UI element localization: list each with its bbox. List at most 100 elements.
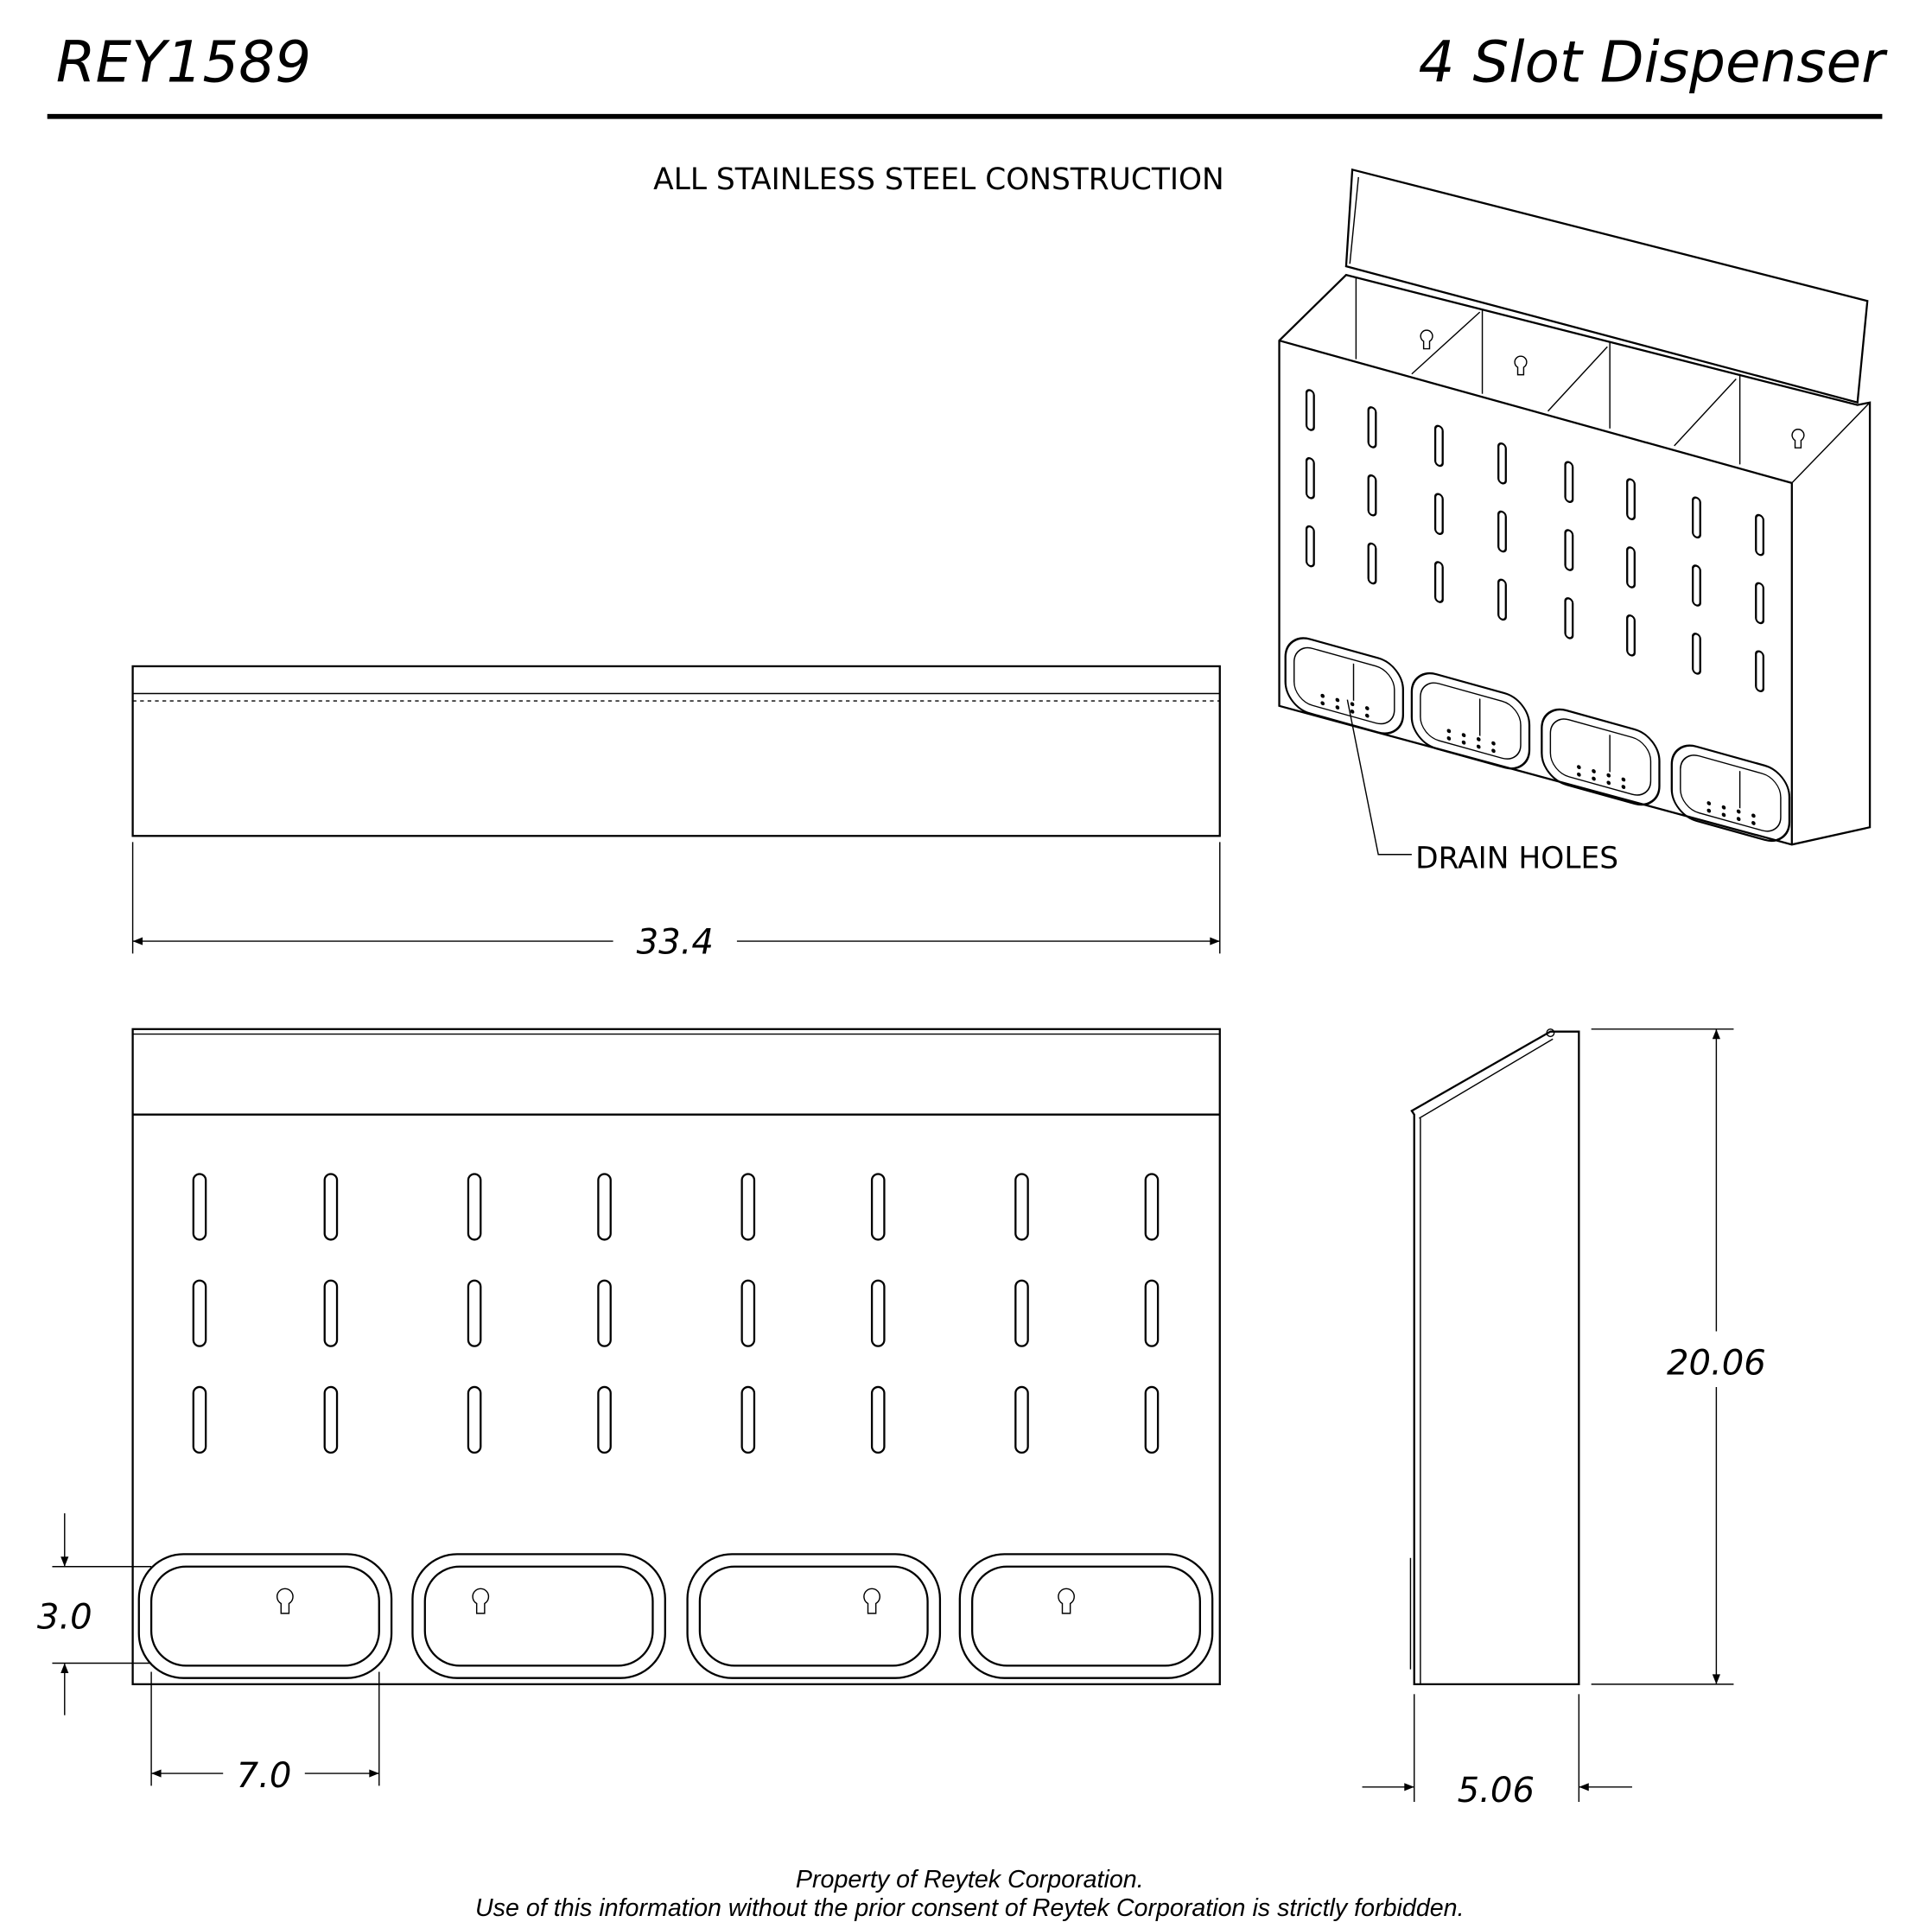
height-dimension: 20.06	[1591, 1028, 1766, 1685]
drain-hole	[1721, 805, 1726, 810]
bin-outer	[1284, 637, 1404, 735]
isometric-view	[1278, 168, 1872, 846]
bin-outer	[1541, 708, 1661, 806]
bin-width-value: 7.0	[237, 1756, 292, 1796]
drain-hole	[1350, 702, 1355, 707]
drain-hole	[1491, 748, 1496, 754]
mounting-slot	[597, 1173, 612, 1241]
drain-hole	[1621, 777, 1626, 782]
mounting-slot	[1014, 1385, 1029, 1454]
bin-opening	[1420, 682, 1522, 760]
mounting-slot	[1305, 525, 1315, 568]
depth-value: 5.06	[1458, 1771, 1535, 1811]
drain-holes-callout: DRAIN HOLES	[1346, 699, 1618, 876]
drain-hole	[1350, 709, 1355, 714]
mounting-slot	[1564, 529, 1574, 571]
mounting-slot	[1755, 582, 1764, 625]
bin-height-value: 3.0	[37, 1597, 92, 1637]
mounting-slot	[597, 1279, 612, 1347]
bin-opening	[971, 1565, 1201, 1667]
mounting-slot	[192, 1173, 207, 1241]
keyhole-icon	[1514, 355, 1528, 376]
keyhole-icon	[1058, 1588, 1075, 1614]
bin-outer	[411, 1553, 666, 1679]
mounting-slot	[1367, 542, 1377, 585]
open-lid	[1344, 168, 1869, 404]
keyhole-icon	[1791, 429, 1805, 449]
mounting-slot	[1433, 424, 1444, 468]
mounting-slot	[467, 1279, 482, 1347]
mounting-slot	[1367, 474, 1377, 517]
bin-opening	[1680, 754, 1782, 832]
mounting-slot	[323, 1279, 339, 1347]
bin-opening	[698, 1565, 929, 1667]
mounting-slot	[870, 1173, 886, 1241]
bin-outer	[1670, 744, 1791, 843]
drain-hole	[1721, 812, 1726, 818]
drain-hole	[1335, 705, 1340, 710]
mounting-slot	[870, 1385, 886, 1454]
mounting-slot	[1692, 496, 1701, 539]
mounting-slot	[1014, 1173, 1029, 1241]
mounting-slot	[1144, 1279, 1160, 1347]
mounting-slot	[1305, 457, 1315, 500]
mounting-slot	[870, 1279, 886, 1347]
bin-opening	[423, 1565, 654, 1667]
drain-hole	[1736, 809, 1741, 814]
side-view	[1409, 1028, 1580, 1686]
mounting-slot	[1497, 578, 1507, 621]
mounting-slot	[1755, 650, 1764, 693]
mounting-slot	[192, 1385, 207, 1454]
drain-hole	[1491, 741, 1496, 746]
mounting-slot	[1692, 633, 1701, 675]
part-number: REY1589	[56, 29, 311, 96]
bin-opening	[149, 1565, 380, 1667]
mounting-slot	[1626, 546, 1636, 589]
mounting-slot	[1433, 493, 1444, 536]
mounting-slot	[467, 1173, 482, 1241]
height-value: 20.06	[1667, 1344, 1766, 1384]
drain-hole	[1461, 740, 1466, 745]
footer-property: Property of Reytek Corporation.	[796, 1866, 1144, 1893]
drain-hole	[1446, 729, 1452, 734]
mounting-slot	[1014, 1279, 1029, 1347]
mounting-slot	[192, 1279, 207, 1347]
bin-width-dimension: 7.0	[150, 1671, 380, 1796]
mounting-slot	[1144, 1173, 1160, 1241]
bin-opening	[1293, 646, 1395, 725]
drain-hole	[1577, 772, 1581, 777]
drain-hole	[1736, 817, 1741, 822]
drain-hole	[1320, 701, 1325, 706]
depth-dimension: 5.06	[1362, 1694, 1632, 1811]
mounting-slot	[740, 1385, 756, 1454]
mounting-slot	[1626, 614, 1636, 657]
mounting-slot	[1497, 510, 1507, 553]
top-view	[131, 665, 1221, 837]
drain-hole	[1606, 780, 1611, 786]
drain-hole	[1706, 808, 1712, 813]
drain-hole	[1751, 821, 1756, 825]
keyhole-icon	[276, 1588, 294, 1614]
mounting-slot	[597, 1385, 612, 1454]
mounting-slot	[1564, 461, 1574, 504]
mounting-slot	[1755, 513, 1764, 557]
drain-hole	[1706, 801, 1712, 805]
keyhole-icon	[863, 1588, 880, 1614]
drain-hole	[1476, 744, 1481, 749]
bin-opening	[1549, 718, 1652, 796]
drain-hole	[1592, 769, 1596, 773]
drain-hole	[1751, 813, 1756, 818]
mounting-slot	[1367, 406, 1377, 449]
mounting-slot	[1433, 561, 1444, 603]
front-view	[131, 1028, 1221, 1686]
drain-hole	[1335, 697, 1340, 703]
bin-outer	[958, 1553, 1214, 1679]
construction-note: ALL STAINLESS STEEL CONSTRUCTION	[653, 162, 1224, 197]
mounting-slot	[1626, 478, 1636, 520]
bin-height-dimension: 3.0	[37, 1513, 152, 1715]
product-name: 4 Slot Dispenser	[1419, 29, 1889, 96]
drain-hole	[1606, 773, 1611, 778]
drain-hole	[1364, 706, 1370, 710]
mounting-slot	[740, 1173, 756, 1241]
